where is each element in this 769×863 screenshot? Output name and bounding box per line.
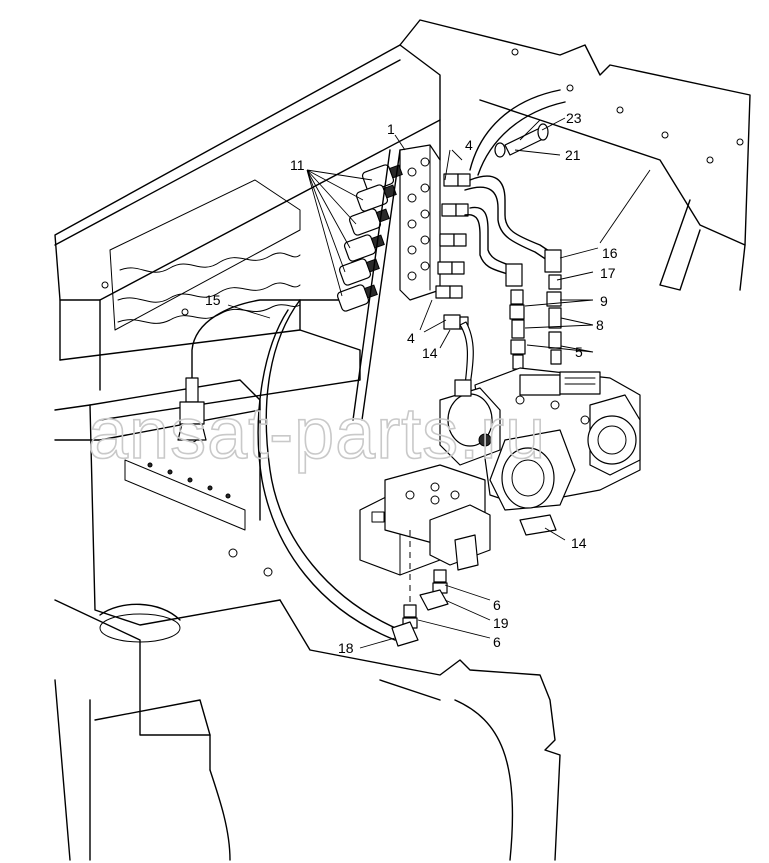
leader-lines <box>227 117 651 649</box>
pump-assembly <box>439 367 641 511</box>
callout-1: 1 <box>387 121 395 137</box>
watermark: ansat-parts.ru <box>88 394 546 474</box>
elbow-fittings-4 <box>435 173 471 330</box>
control-valve-block <box>359 464 557 576</box>
callout-9: 9 <box>600 293 608 309</box>
callout-21: 21 <box>565 147 581 163</box>
fitting-stacks <box>509 274 562 370</box>
callout-11: 11 <box>290 157 305 173</box>
bolt-23-washer-21 <box>494 123 549 158</box>
pressure-sensors-11 <box>336 164 403 312</box>
callout-15: 15 <box>205 292 221 308</box>
callout-5: 5 <box>575 344 583 360</box>
callout-18: 18 <box>338 640 354 656</box>
guide-lines <box>352 149 401 421</box>
callout-16: 16 <box>602 245 618 261</box>
callout-14-upper: 14 <box>422 345 438 361</box>
callout-19: 19 <box>493 615 509 631</box>
callout-23: 23 <box>566 110 582 126</box>
callout-4-bottom: 4 <box>407 330 415 346</box>
right-frame-plate <box>399 19 751 291</box>
hose-15 <box>177 299 401 641</box>
callout-8: 8 <box>596 317 604 333</box>
callout-6-lower: 6 <box>493 634 501 650</box>
manifold-block-1 <box>399 144 441 301</box>
frame-rail <box>54 44 441 421</box>
lower-fittings <box>391 530 449 647</box>
callout-14-lower: 14 <box>571 535 587 551</box>
callout-6-upper: 6 <box>493 597 501 613</box>
callout-4-top: 4 <box>465 137 473 153</box>
callout-17: 17 <box>600 265 616 281</box>
